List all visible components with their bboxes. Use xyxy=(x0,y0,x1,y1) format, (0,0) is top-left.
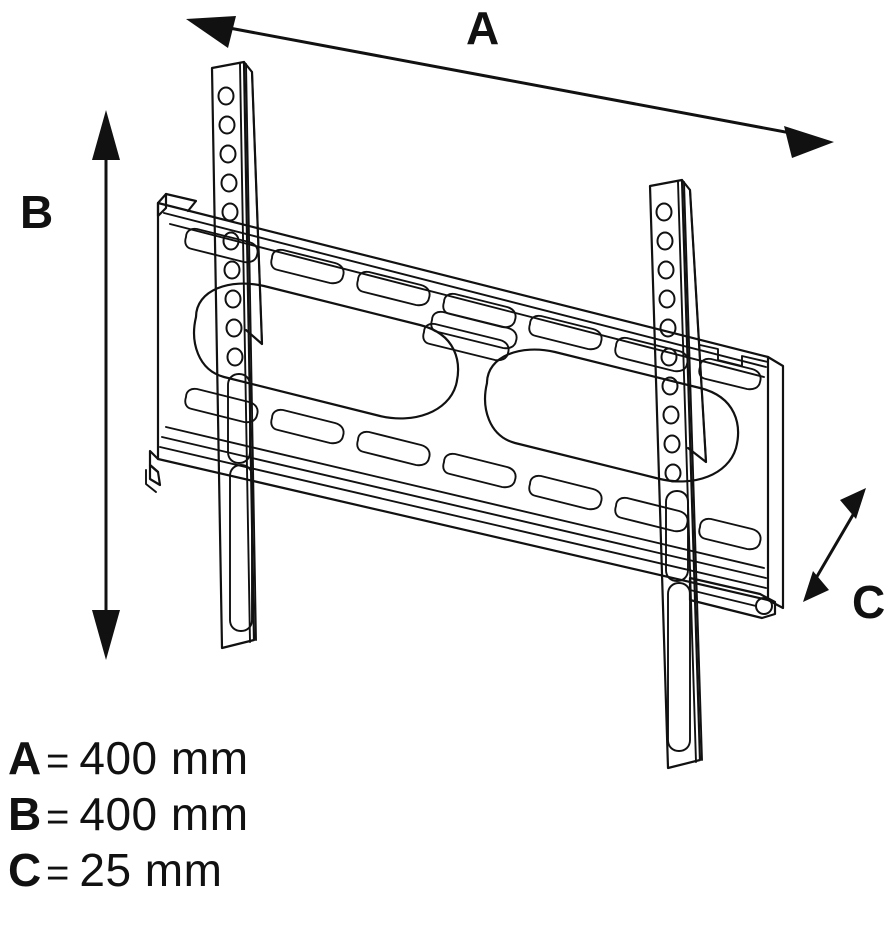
dimension-arrow-c xyxy=(803,488,866,602)
legend-value-c: 25 mm xyxy=(79,844,223,896)
slot-row-2 xyxy=(422,310,518,362)
dimension-label-a: A xyxy=(466,2,499,54)
legend-row-a: A = 400 mm xyxy=(8,735,428,791)
slot-row-1 xyxy=(184,227,762,391)
legend-eq-b: = xyxy=(46,795,70,839)
legend-eq-c: = xyxy=(46,851,70,895)
legend-key-b: B xyxy=(8,788,42,840)
legend-key-a: A xyxy=(8,732,42,784)
right-rail-slot-group xyxy=(665,490,691,752)
legend-value-b: 400 mm xyxy=(79,788,249,840)
dimension-legend: A = 400 mm B = 400 mm C = 25 mm xyxy=(8,735,428,903)
legend-key-c: C xyxy=(8,844,42,896)
right-vertical-rail xyxy=(648,178,708,770)
wall-plate xyxy=(145,192,785,620)
slot-row-3 xyxy=(184,387,762,551)
dimension-arrow-a xyxy=(186,16,834,158)
dimension-label-c: C xyxy=(852,576,885,628)
legend-value-a: 400 mm xyxy=(79,732,249,784)
right-rail-hole-column xyxy=(655,202,682,483)
legend-row-b: B = 400 mm xyxy=(8,791,428,847)
dimension-arrow-b xyxy=(92,110,120,660)
left-vertical-rail xyxy=(210,60,264,650)
legend-row-c: C = 25 mm xyxy=(8,847,428,903)
dimension-label-b: B xyxy=(20,186,53,238)
left-rail-slot-group xyxy=(227,373,253,632)
legend-eq-a: = xyxy=(46,739,70,783)
left-rail-hole-column xyxy=(217,86,244,367)
